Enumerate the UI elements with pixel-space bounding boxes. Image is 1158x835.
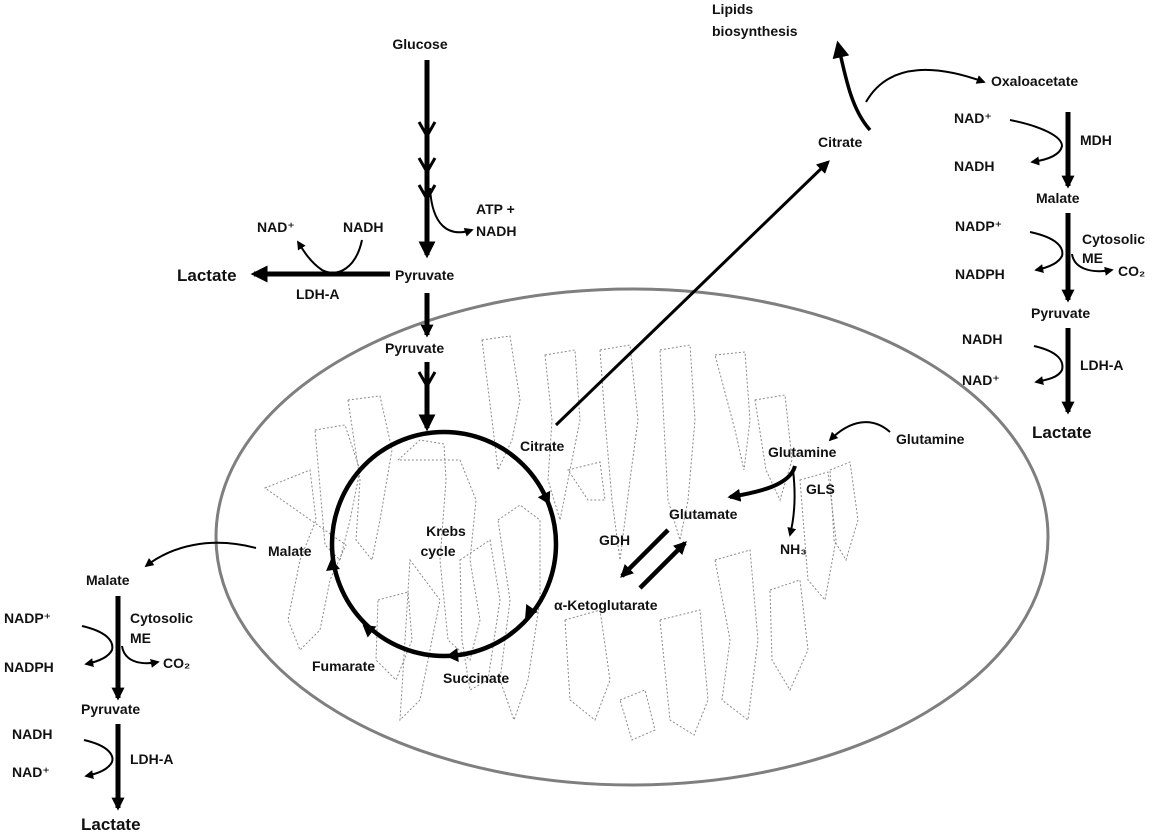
oxaloacetate-label: Oxaloacetate — [991, 73, 1078, 89]
nad-plus-ldh-left-label: NAD⁺ — [12, 764, 50, 780]
lactate-right-label: Lactate — [1032, 423, 1092, 442]
malate-left-label: Malate — [86, 572, 130, 588]
pyruvate-cytosol-label: Pyruvate — [395, 267, 454, 283]
nad-plus-top-label: NAD⁺ — [257, 219, 295, 235]
glycolysis-step-marks — [417, 121, 437, 203]
mdh-cofactor-curve — [1009, 119, 1064, 166]
cycle-label: cycle — [420, 543, 455, 559]
cytosolic-left-label: Cytosolic — [130, 610, 193, 626]
pyruvate-mito-label: Pyruvate — [385, 340, 444, 356]
citrate-export-arrow — [554, 160, 830, 427]
co2-right-label: CO₂ — [1118, 263, 1145, 279]
malate-right-label: Malate — [1036, 190, 1080, 206]
nadh-ldh-right-label: NADH — [962, 331, 1002, 347]
glutamate-label: Glutamate — [669, 506, 738, 522]
me-right-label: ME — [1082, 250, 1103, 266]
me-left-label: ME — [130, 630, 151, 646]
nadh-product-label: NADH — [476, 223, 516, 239]
malate-export-arrow — [144, 541, 257, 568]
nadp-plus-right-label: NADP⁺ — [955, 218, 1002, 234]
biosynthesis-label: biosynthesis — [712, 23, 798, 39]
co2-release-left-arrow — [121, 645, 160, 668]
left-pathway: Malate NADP⁺ NADPH Cytosolic ME CO₂ Pyru… — [4, 572, 193, 834]
lipids-label: Lipids — [712, 1, 753, 17]
lactate-left-label: Lactate — [81, 815, 141, 834]
glutamine-to-glutamate-arrow — [727, 465, 797, 502]
ammonia-label: NH₃ — [780, 541, 807, 557]
gdh-label: GDH — [599, 532, 630, 548]
ldh-a-top-label: LDH-A — [296, 286, 340, 302]
ldh-cofactor-curve-right — [1033, 345, 1064, 386]
ammonia-release-arrow — [787, 469, 797, 537]
me-cofactor-curve-right — [1029, 231, 1064, 273]
nadh-ldh-left-label: NADH — [12, 726, 52, 742]
pyruvate-left-label: Pyruvate — [81, 701, 140, 717]
alpha-ketoglutarate-label: α-Ketoglutarate — [554, 597, 658, 613]
citrate-to-lipids-arrow — [832, 40, 872, 132]
nad-plus-ldh-right-label: NAD⁺ — [962, 372, 1000, 388]
nadh-to-nad-curve — [297, 239, 363, 274]
nadph-left-label: NADPH — [4, 659, 54, 675]
glutamate-to-akg-arrow — [620, 528, 670, 578]
krebs-cycle-arrowheads — [326, 490, 551, 662]
pyruvate-right-label: Pyruvate — [1031, 305, 1090, 321]
citrate-cytosol-label: Citrate — [818, 134, 863, 150]
pyruvate-step-mark — [417, 371, 437, 390]
nad-plus-mdh-label: NAD⁺ — [954, 110, 992, 126]
lactate-top-label: Lactate — [177, 266, 237, 285]
co2-release-right-arrow — [1071, 253, 1114, 276]
akg-to-glutamate-arrow — [638, 541, 687, 590]
ldh-cofactor-curve-left — [83, 739, 114, 779]
ldh-a-right-label: LDH-A — [1080, 357, 1124, 373]
krebs-cycle-circle — [329, 429, 559, 659]
mitochondrion-membrane — [214, 287, 1050, 787]
nadph-right-label: NADPH — [955, 266, 1005, 282]
glucose-label: Glucose — [392, 36, 447, 52]
cytosolic-right-label: Cytosolic — [1082, 231, 1145, 247]
krebs-label: Krebs — [426, 523, 466, 539]
mdh-label: MDH — [1080, 132, 1112, 148]
citrate-to-oxaloacetate-arrow — [865, 68, 986, 103]
nadp-plus-left-label: NADP⁺ — [4, 610, 51, 626]
ldh-a-left-label: LDH-A — [130, 751, 174, 767]
nadh-mdh-label: NADH — [954, 158, 994, 174]
nadh-top-label: NADH — [343, 219, 383, 235]
gls-label: GLS — [806, 481, 835, 497]
co2-left-label: CO₂ — [163, 655, 190, 671]
glutamine-mito-label: Glutamine — [768, 444, 837, 460]
glutamine-external-label: Glutamine — [896, 431, 965, 447]
atp-nadh-release-arrow — [429, 187, 474, 237]
fumarate-label: Fumarate — [312, 658, 375, 674]
citrate-mito-label: Citrate — [520, 438, 565, 454]
glutamine-uptake-arrow — [828, 421, 891, 442]
mitochondrial-cristae — [263, 335, 859, 741]
malate-mito-label: Malate — [268, 543, 312, 559]
atp-label: ATP + — [476, 201, 515, 217]
succinate-label: Succinate — [443, 670, 509, 686]
me-cofactor-curve-left — [81, 625, 114, 667]
right-pathway: NAD⁺ NADH MDH Malate NADP⁺ NADPH Cytosol… — [954, 110, 1145, 442]
